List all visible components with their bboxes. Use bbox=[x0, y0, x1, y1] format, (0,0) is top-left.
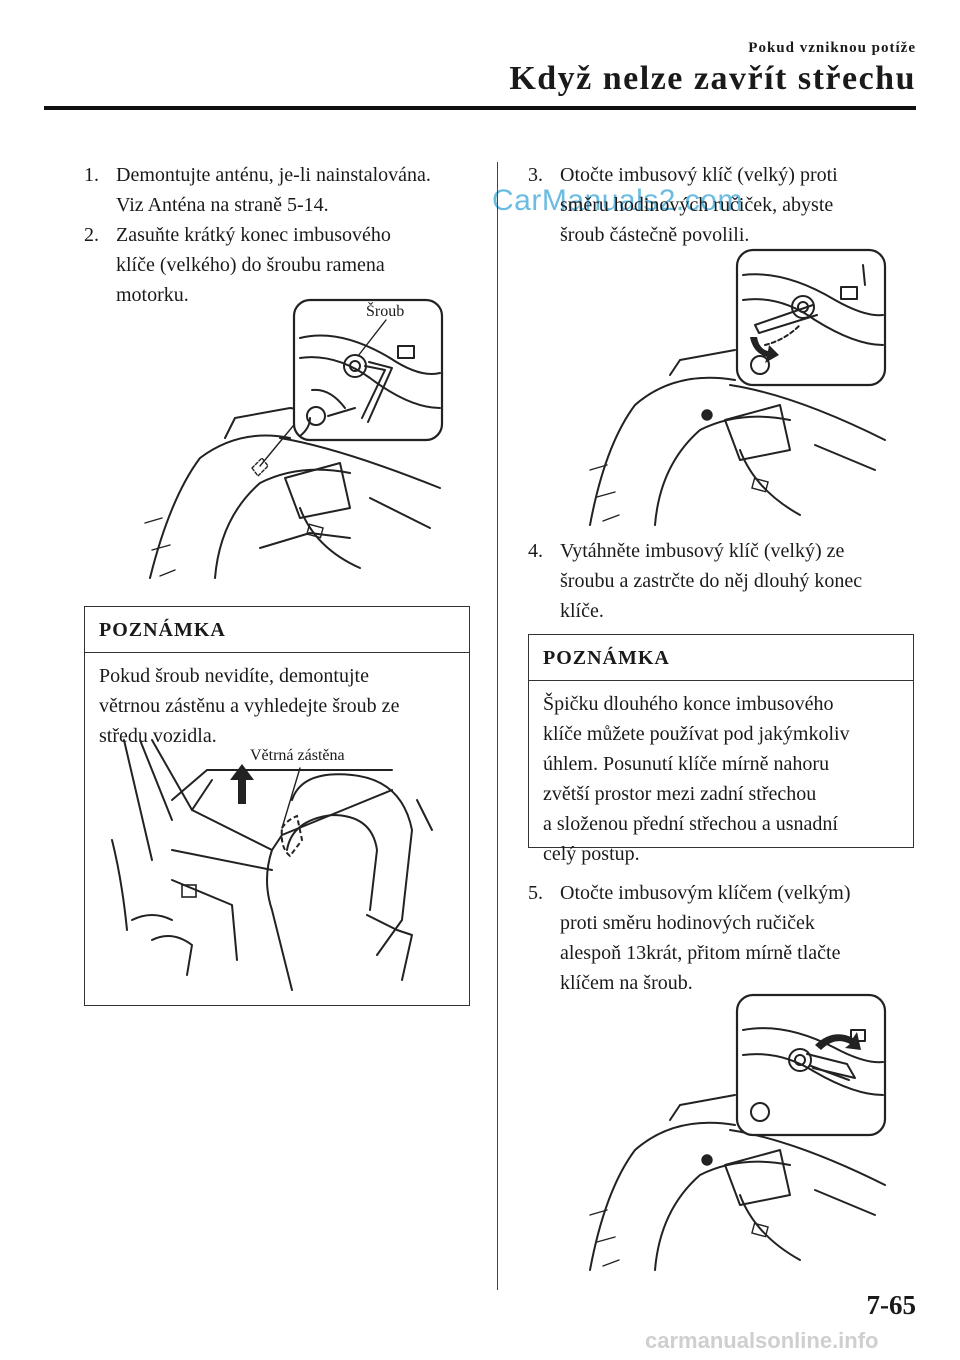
step-text-line: směru hodinových ručiček, abyste bbox=[560, 194, 834, 216]
step-text-line: Otočte imbusovým klíčem (velkým) bbox=[560, 882, 851, 904]
step-number: 2. bbox=[84, 224, 99, 246]
step-text-line: klíče. bbox=[560, 600, 604, 622]
step-text-line: Vytáhněte imbusový klíč (velký) ze bbox=[560, 540, 845, 562]
left-column: 1. Demontujte anténu, je-li nainstalován… bbox=[84, 160, 480, 310]
steps-list-right-bottom: 5. Otočte imbusovým klíčem (velkým) prot… bbox=[528, 878, 918, 998]
note-text-line: zvětší prostor mezi zadní střechou bbox=[543, 783, 817, 805]
illustration-screw-arm bbox=[144, 298, 444, 579]
illustration-windscreen bbox=[111, 739, 433, 991]
note-text-line: klíče můžete používat pod jakýmkoliv bbox=[543, 723, 850, 745]
note-text-line: středu vozidla. bbox=[99, 725, 217, 747]
note-box: POZNÁMKA Špičku dlouhého konce imbusovéh… bbox=[528, 634, 914, 865]
running-header-section: Pokud vzniknou potíže bbox=[748, 40, 916, 56]
note-body: Špičku dlouhého konce imbusového klíče m… bbox=[529, 681, 913, 879]
watermark-text: CarManuals2.com bbox=[492, 184, 743, 217]
step-text-line: Otočte imbusový klíč (velký) proti bbox=[560, 164, 838, 186]
step-number: 4. bbox=[528, 540, 543, 562]
note-text-line: větrnou zástěnu a vyhledejte šroub ze bbox=[99, 695, 400, 717]
step-text-line: šroub částečně povolili. bbox=[560, 224, 750, 246]
note-text-line: celý postup. bbox=[543, 843, 640, 865]
step-text-line: klíče (velkého) do šroubu ramena bbox=[116, 254, 385, 276]
right-column: 3. Otočte imbusový klíč (velký) proti sm… bbox=[528, 160, 918, 250]
note-heading: POZNÁMKA bbox=[85, 607, 469, 653]
step-4: 4. Vytáhněte imbusový klíč (velký) ze šr… bbox=[528, 536, 918, 626]
page-number: 7-65 bbox=[866, 1290, 917, 1320]
note-heading: POZNÁMKA bbox=[529, 635, 913, 681]
column-divider bbox=[497, 162, 498, 1290]
right-column-bottom: 5. Otočte imbusovým klíčem (velkým) prot… bbox=[528, 878, 918, 998]
step-text-line: Zasuňte krátký konec imbusového bbox=[116, 224, 391, 246]
note-text-line: Špičku dlouhého konce imbusového bbox=[543, 693, 834, 715]
step-2: 2. Zasuňte krátký konec imbusového klíče… bbox=[84, 220, 480, 310]
steps-list-right-mid: 4. Vytáhněte imbusový klíč (velký) ze šr… bbox=[528, 536, 918, 626]
step-text-line: alespoň 13krát, přitom mírně tlačte bbox=[560, 942, 841, 964]
step-text-line: šroubu a zastrčte do něj dlouhý konec bbox=[560, 570, 863, 592]
step-number: 1. bbox=[84, 164, 99, 186]
illustration-rotate-key bbox=[589, 993, 887, 1271]
note-box: POZNÁMKA Pokud šroub nevidíte, demontujt… bbox=[84, 606, 470, 1006]
step-text-line: Viz Anténa na straně 5-14. bbox=[116, 194, 329, 216]
step-text-line: Demontujte anténu, je-li nainstalována. bbox=[116, 164, 431, 186]
step-text-line: motorku. bbox=[116, 284, 189, 306]
illustration-loosen-screw bbox=[589, 248, 887, 526]
note-text-line: Pokud šroub nevidíte, demontujte bbox=[99, 665, 369, 687]
note-text-line: a složenou přední střechou a usnadní bbox=[543, 813, 838, 835]
step-1: 1. Demontujte anténu, je-li nainstalován… bbox=[84, 160, 480, 220]
callout-windscreen: Větrná zástěna bbox=[250, 747, 345, 764]
callout-screw: Šroub bbox=[366, 303, 405, 320]
note-body: Pokud šroub nevidíte, demontujte větrnou… bbox=[85, 653, 469, 761]
footer-watermark: carmanualsonline.info bbox=[645, 1328, 879, 1353]
right-column-mid: 4. Vytáhněte imbusový klíč (velký) ze šr… bbox=[528, 536, 918, 626]
step-text-line: proti směru hodinových ručiček bbox=[560, 912, 815, 934]
step-number: 5. bbox=[528, 882, 543, 904]
step-number: 3. bbox=[528, 164, 543, 186]
page-title: Když nelze zavřít střechu bbox=[509, 60, 916, 97]
note-text-line: úhlem. Posunutí klíče mírně nahoru bbox=[543, 753, 830, 775]
steps-list-left: 1. Demontujte anténu, je-li nainstalován… bbox=[84, 160, 480, 310]
step-5: 5. Otočte imbusovým klíčem (velkým) prot… bbox=[528, 878, 918, 998]
step-text-line: klíčem na šroub. bbox=[560, 972, 693, 994]
header-rule bbox=[44, 106, 916, 110]
steps-list-right-top: 3. Otočte imbusový klíč (velký) proti sm… bbox=[528, 160, 918, 250]
step-3: 3. Otočte imbusový klíč (velký) proti sm… bbox=[528, 160, 918, 250]
